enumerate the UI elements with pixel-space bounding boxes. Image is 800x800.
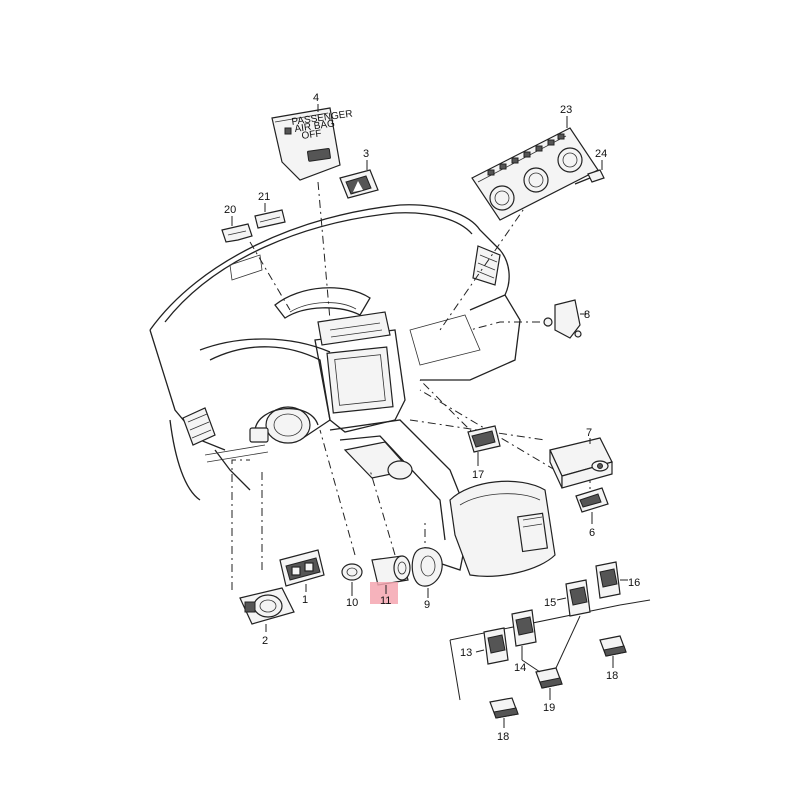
callout-3: 3 <box>363 148 369 160</box>
part-13-switch <box>483 627 509 665</box>
callout-11: 11 <box>380 595 391 607</box>
callout-24: 24 <box>595 148 607 160</box>
callout-9: 9 <box>424 599 430 611</box>
callout-6: 6 <box>589 527 595 539</box>
part-14-switch <box>511 609 537 647</box>
part-1-switch-block <box>279 549 325 587</box>
part-6-cover <box>575 487 609 513</box>
callout-labels: 4 3 23 24 20 21 8 7 17 6 1 2 10 11 9 15 … <box>224 92 640 743</box>
callout-4: 4 <box>313 92 319 104</box>
part-16-switch <box>595 561 621 599</box>
part-17-switch <box>467 425 501 453</box>
part-11-ignition-lock <box>370 555 411 604</box>
callout-2: 2 <box>262 635 268 647</box>
part-2-light-switch <box>239 587 295 625</box>
callout-17: 17 <box>472 469 484 481</box>
part-19-blank <box>535 667 563 689</box>
callout-13: 13 <box>460 647 472 659</box>
callout-10: 10 <box>346 597 358 609</box>
callout-20: 20 <box>224 204 236 216</box>
callout-1: 1 <box>302 594 308 606</box>
callout-16: 16 <box>628 577 640 589</box>
callout-18a: 18 <box>606 670 618 682</box>
part-10-ring <box>341 563 363 581</box>
part-7-module <box>549 437 613 489</box>
part-23-climate-control <box>471 127 599 221</box>
part-11-highlight <box>370 582 398 604</box>
part-20-bracket <box>221 223 253 243</box>
callout-23: 23 <box>560 104 572 116</box>
part-15-switch <box>565 579 591 617</box>
part-18b-blank <box>489 697 519 719</box>
callout-7: 7 <box>586 427 592 439</box>
callout-14: 14 <box>514 662 526 674</box>
callout-21: 21 <box>258 191 270 203</box>
part-18a-blank <box>599 635 627 657</box>
part-21-bracket <box>254 209 286 229</box>
part-3-hazard-switch <box>339 169 379 199</box>
part-9-trim <box>411 547 443 587</box>
dashboard-outline <box>149 204 556 577</box>
callout-8: 8 <box>584 309 590 321</box>
panel-text-line-3: OFF <box>301 128 322 142</box>
callout-ticks <box>231 104 628 728</box>
callout-15: 15 <box>544 597 556 609</box>
callout-18b: 18 <box>497 731 509 743</box>
part-24-screw <box>574 169 605 185</box>
part-8-sensor <box>543 299 582 339</box>
callout-19: 19 <box>543 702 555 714</box>
part-4-airbag-panel: PASSENGER AIR BAG OFF <box>271 107 353 181</box>
